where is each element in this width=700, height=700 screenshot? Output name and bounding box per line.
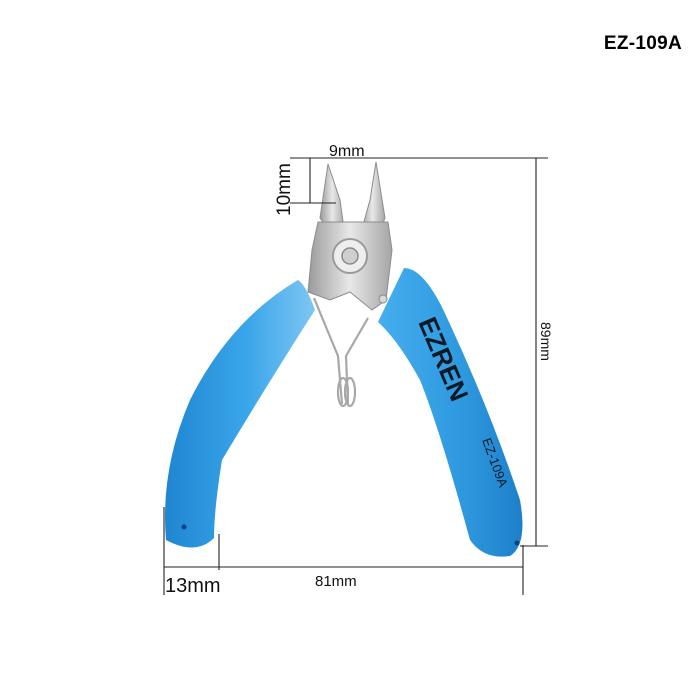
dim-jaw-width: 9mm <box>329 143 365 160</box>
cutter-jaws <box>307 161 393 311</box>
dim-handle-width: 13mm <box>165 575 221 597</box>
pivot-bolt <box>332 238 388 304</box>
dimension-lines <box>163 157 548 595</box>
dim-overall-width: 81mm <box>315 573 357 590</box>
right-handle: EZREN EZ-109A <box>378 268 523 557</box>
left-handle <box>165 280 315 548</box>
model-title: EZ-109A <box>603 33 682 54</box>
return-spring <box>312 297 369 408</box>
dim-overall-length: 89mm <box>538 322 554 361</box>
dim-jaw-length: 10mm <box>274 163 295 216</box>
